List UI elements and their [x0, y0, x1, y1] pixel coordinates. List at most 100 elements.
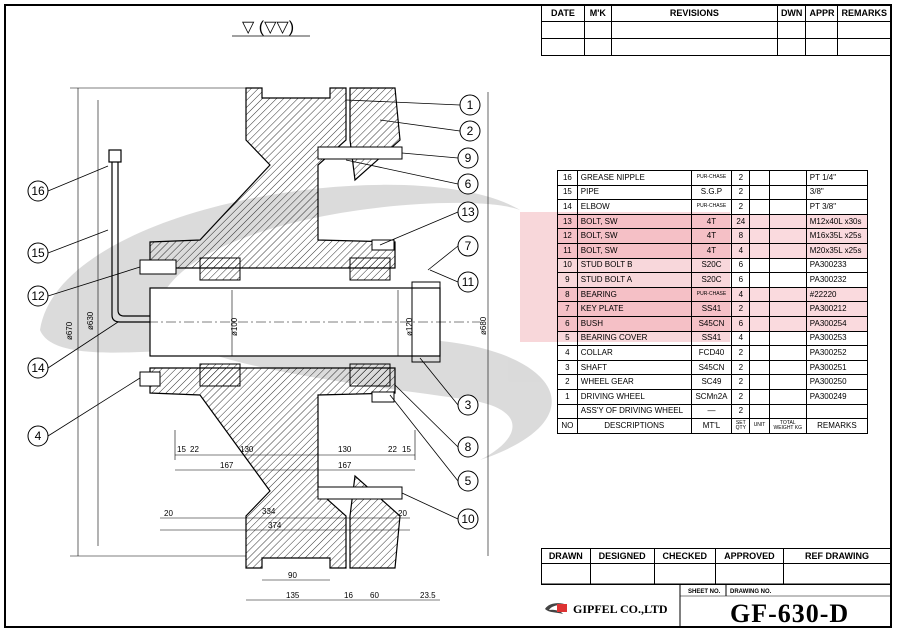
svg-text:22: 22 [190, 445, 199, 454]
bom-assy-row: ASS'Y OF DRIVING WHEEL — 2 [557, 403, 869, 420]
bom-remarks: PA300253 [805, 330, 869, 347]
bom-description: BOLT, SW [576, 228, 692, 244]
callout-circle [457, 470, 479, 492]
sheet-no-label: SHEET NO. [688, 589, 721, 595]
sheet-border [4, 4, 892, 628]
bom-unit-weight [749, 242, 770, 259]
dimension-lines [70, 87, 489, 601]
bom-unit-weight [749, 359, 770, 376]
bom-remarks: PA300254 [805, 315, 869, 332]
bom-material: 4T [690, 213, 733, 230]
bom-item-no: 15 [557, 184, 578, 201]
bom-total-weight [768, 286, 807, 303]
callout-circle [457, 271, 479, 293]
callout-number: 2 [467, 124, 474, 138]
bom-quantity: 6 [731, 315, 751, 332]
bom-remarks: PA300250 [805, 374, 869, 390]
bom-total-weight [768, 301, 807, 317]
bom-description: DRIVING WHEEL [576, 388, 692, 405]
bom-description: GREASE NIPPLE [576, 170, 692, 186]
bom-remarks: M20x35L x25s [805, 242, 869, 259]
bom-quantity: 2 [731, 301, 751, 317]
company-block: GIPFEL CO.,LTD [543, 594, 678, 624]
callout-number: 13 [461, 205, 475, 219]
signoff-checked: CHECKED [653, 548, 716, 564]
bom-total-weight [768, 345, 807, 361]
bom-total-weight [768, 257, 807, 274]
callout-circle [459, 120, 481, 142]
bom-item-no: 7 [557, 301, 578, 317]
dimension-labels: ø670 ø630 ø680 ø100 ø120 15 22 130 130 2… [65, 311, 488, 600]
bom-remarks: PT 1/4" [805, 170, 869, 186]
bom-total-weight [768, 170, 807, 186]
bom-quantity: 4 [731, 286, 751, 303]
bom-material: SS41 [690, 301, 733, 317]
bom-material: PUR-CHASE [690, 199, 733, 215]
bom-quantity: 6 [731, 272, 751, 288]
callout-number: 9 [465, 151, 472, 165]
svg-text:ø120: ø120 [405, 317, 414, 336]
bom-material: FCD40 [690, 345, 733, 361]
bom-remarks: PA300249 [805, 388, 869, 405]
svg-text:15: 15 [177, 445, 186, 454]
callout-number: 16 [31, 184, 45, 198]
callout-number: 5 [465, 474, 472, 488]
callout-circle [27, 180, 49, 202]
bom-description: SHAFT [576, 359, 692, 376]
callout-circle [457, 436, 479, 458]
bom-remarks: #22220 [805, 286, 869, 303]
bom-item-no: 8 [557, 286, 578, 303]
bom-remarks: 3/8" [805, 184, 869, 201]
callout-circle [457, 394, 479, 416]
callout-circle [457, 508, 479, 530]
bom-unit-weight [749, 199, 770, 215]
bom-material: S45CN [690, 359, 733, 376]
bom-unit-weight [749, 388, 770, 405]
callout-number: 12 [31, 289, 45, 303]
bom-material: 4T [690, 242, 733, 259]
svg-text:22: 22 [388, 445, 397, 454]
callout-circle [457, 235, 479, 257]
drawing-no-label: DRAWING NO. [730, 589, 772, 595]
bom-remarks: PA300252 [805, 345, 869, 361]
callout-circle [27, 357, 49, 379]
bom-remarks: PA300251 [805, 359, 869, 376]
bom-unit-weight [749, 170, 770, 186]
bom-description: BUSH [576, 315, 692, 332]
rev-header-remarks: REMARKS [837, 4, 891, 22]
callout-circle [27, 242, 49, 264]
bom-quantity: 4 [731, 330, 751, 347]
revision-table: DATE M'K REVISIONS DWN APPR REMARKS [541, 4, 891, 56]
svg-text:15: 15 [402, 445, 411, 454]
svg-text:130: 130 [338, 445, 352, 454]
svg-text:ø680: ø680 [479, 316, 488, 335]
bom-item-no: 14 [557, 199, 578, 215]
bom-unit-weight [749, 272, 770, 288]
svg-text:167: 167 [220, 461, 234, 470]
signoff-approved: APPROVED [714, 548, 785, 564]
svg-text:20: 20 [398, 509, 407, 518]
bom-material: SCMn2A [690, 388, 733, 405]
svg-text:23.5: 23.5 [420, 591, 436, 600]
bom-item-no: 10 [557, 257, 578, 274]
company-name: GIPFEL CO.,LTD [573, 601, 668, 616]
bom-item-no: 5 [557, 330, 578, 347]
svg-text:60: 60 [370, 591, 379, 600]
callout-number: 8 [465, 440, 472, 454]
bom-material: PUR-CHASE [690, 170, 733, 186]
bom-unit-weight [749, 228, 770, 244]
bom-material: S20C [690, 257, 733, 274]
bom-total-weight [768, 330, 807, 347]
bom-total-weight [768, 213, 807, 230]
bom-unit-weight [749, 345, 770, 361]
